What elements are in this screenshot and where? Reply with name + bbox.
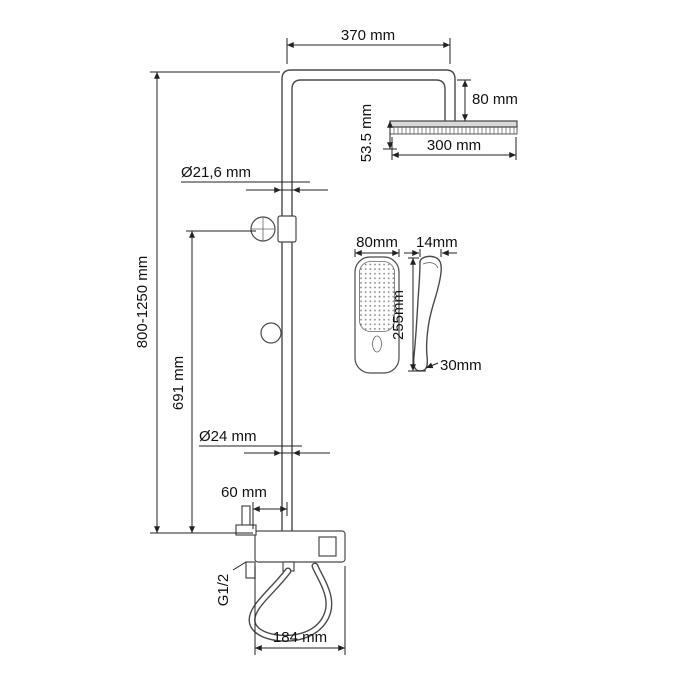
dim-lower-pipe-diameter-label: Ø24 mm (199, 428, 257, 445)
label-thread-text: G1/2 (215, 574, 232, 607)
dim-top-width: 370 mm (286, 27, 451, 64)
dim-bracket-height-label: 691 mm (170, 356, 187, 410)
dim-hand-thickness: 14mm (404, 234, 458, 257)
dim-offset-label: 60 mm (221, 484, 267, 501)
label-thread: G1/2 (215, 561, 247, 607)
dim-head-width-label: 300 mm (427, 137, 481, 154)
hand-shower-front-view (354, 256, 400, 374)
dim-arm-to-head: 80 mm (457, 79, 518, 121)
dim-upper-pipe-diameter-label: Ø21,6 mm (181, 164, 251, 181)
riser-pipe-and-arm (281, 69, 456, 534)
dim-mixer-width-label: 184 mm (273, 629, 327, 646)
dim-overall-height: 800-1250 mm (134, 71, 280, 534)
dim-lower-pipe-diameter: Ø24 mm (199, 428, 330, 456)
diverter-knob (260, 322, 282, 344)
dim-hand-length: 255mm (390, 257, 426, 372)
dim-upper-pipe-diameter: Ø21,6 mm (181, 164, 328, 193)
dim-hand-bottom-label: 30mm (440, 357, 482, 374)
dim-hand-width-label: 80mm (356, 234, 398, 251)
mixer-body (235, 505, 346, 579)
dim-offset: 60 mm (221, 484, 288, 529)
dim-mixer-width: 184 mm (254, 566, 346, 655)
dim-head-depth: 53.5 mm (358, 104, 397, 162)
dim-head-depth-label: 53.5 mm (358, 104, 375, 162)
shower-hose (248, 562, 333, 642)
dim-hand-bottom: 30mm (425, 357, 482, 374)
dim-hand-width: 80mm (354, 234, 400, 257)
dim-hand-length-label: 255mm (390, 290, 407, 340)
overhead-shower-head (389, 120, 518, 135)
dim-head-width: 300 mm (391, 137, 517, 160)
dim-hand-thickness-label: 14mm (416, 234, 458, 251)
dim-top-width-label: 370 mm (341, 27, 395, 44)
dim-bracket-height: 691 mm (170, 230, 256, 533)
dim-overall-height-label: 800-1250 mm (134, 256, 151, 349)
hand-shower-side-view (412, 255, 442, 372)
slider-bracket (250, 215, 297, 243)
dim-arm-to-head-label: 80 mm (472, 91, 518, 108)
